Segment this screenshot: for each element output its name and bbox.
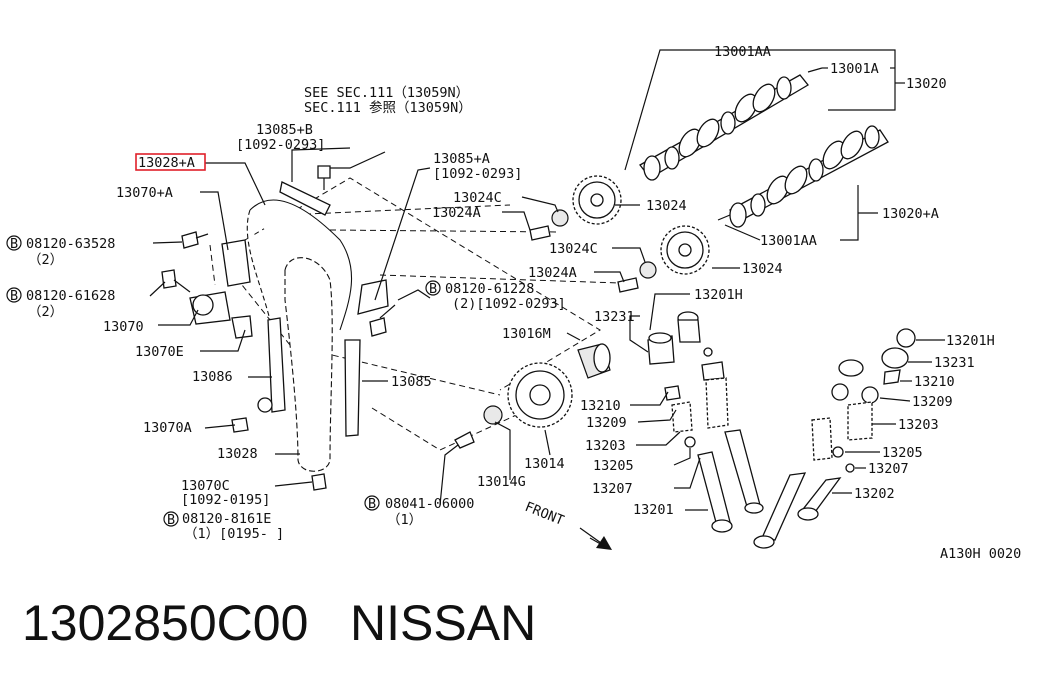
label-13024-2: 13024 <box>742 261 783 277</box>
label-13024c-2: 13024C <box>549 241 598 257</box>
label-bolt-63528: 08120-63528 <box>26 236 115 252</box>
label-13020: 13020 <box>906 76 947 92</box>
label-13070c: 13070C <box>181 478 230 494</box>
label-13028: 13028 <box>217 446 258 462</box>
b-marker-4: B <box>368 496 376 512</box>
label-bolt-61228: 08120-61228 <box>445 281 534 297</box>
b-marker-1: B <box>10 236 18 252</box>
cam-sprocket-lower <box>617 225 710 293</box>
label-13201h-a: 13201H <box>694 287 743 303</box>
b-marker-5: B <box>429 281 437 297</box>
label-front: FRONT <box>523 499 567 529</box>
label-bolt-61628: 08120-61628 <box>26 288 115 304</box>
camshaft-upper <box>639 67 823 181</box>
front-arrow-icon <box>579 527 612 550</box>
label-13231-a: 13231 <box>594 309 635 325</box>
label-13085b: 13085+B <box>256 122 313 138</box>
b-marker-icons: B B B B B <box>6 235 441 528</box>
label-13024a-1: 13024A <box>432 205 481 221</box>
label-13231-b: 13231 <box>934 355 975 371</box>
label-13001aa-top: 13001AA <box>714 44 771 60</box>
label-13014g: 13014G <box>477 474 526 490</box>
chain-guide-tension <box>344 339 361 437</box>
label-13070: 13070 <box>103 319 144 335</box>
chain-tensioner <box>189 239 273 413</box>
label-13085a-date: [1092-0293] <box>433 166 522 182</box>
label-13205-b: 13205 <box>882 445 923 461</box>
camshaft-lower <box>717 125 889 228</box>
label-bolt-61228-qty: (2)[1092-0293] <box>452 296 566 312</box>
b-marker-2: B <box>10 288 18 304</box>
valve-train-b <box>753 328 916 549</box>
callout-labels: SEE SEC.111（13059N） SEC.111 参照（13059N） 1… <box>26 44 1021 562</box>
label-bolt-63528-qty: （2） <box>28 252 63 268</box>
b-marker-3: B <box>167 512 175 528</box>
label-bolt-8161e: 08120-8161E <box>182 511 271 527</box>
chain-guide-upper <box>279 181 389 315</box>
label-13070c-date: [1092-0195] <box>181 492 270 508</box>
label-ref-code: A130H 0020 <box>940 546 1021 562</box>
label-13207-b: 13207 <box>868 461 909 477</box>
label-13024a-2: 13024A <box>528 265 577 281</box>
timing-chain-secondary <box>284 257 333 472</box>
label-13210-b: 13210 <box>914 374 955 390</box>
label-13024c-1: 13024C <box>453 190 502 206</box>
leader-lines <box>149 49 945 511</box>
label-bolt-06000-qty: （1） <box>387 512 422 528</box>
label-13086: 13086 <box>192 369 233 385</box>
label-13207-a: 13207 <box>592 481 633 497</box>
label-see-sec-1: SEE SEC.111（13059N） <box>304 85 469 101</box>
highlight-box <box>135 153 206 171</box>
chain-guide-slack <box>267 317 286 413</box>
part-number-title: 1302850C00 NISSAN <box>22 595 537 651</box>
label-bolt-61628-qty: （2） <box>28 304 63 320</box>
label-13085a: 13085+A <box>433 151 490 167</box>
label-13210-a: 13210 <box>580 398 621 414</box>
label-13202: 13202 <box>854 486 895 502</box>
label-13201-a: 13201 <box>633 502 674 518</box>
label-bolt-06000: 08041-06000 <box>385 496 474 512</box>
label-bolt-8161e-qty: （1）[0195- ] <box>184 526 284 542</box>
label-13028a: 13028+A <box>138 155 195 171</box>
label-13205-a: 13205 <box>593 458 634 474</box>
label-13070a: 13070A <box>143 420 192 436</box>
cam-sprocket-upper <box>529 175 622 241</box>
label-13070e: 13070E <box>135 344 184 360</box>
label-13201h-b: 13201H <box>946 333 995 349</box>
label-13085b-date: [1092-0293] <box>236 137 325 153</box>
label-13024-1: 13024 <box>646 198 687 214</box>
label-13085: 13085 <box>391 374 432 390</box>
label-13209-b: 13209 <box>912 394 953 410</box>
label-13020a: 13020+A <box>882 206 939 222</box>
bolts <box>161 165 396 491</box>
label-13014: 13014 <box>524 456 565 472</box>
label-13001aa-bot: 13001AA <box>760 233 817 249</box>
valve-train-a <box>647 311 764 533</box>
label-13070a-plus: 13070+A <box>116 185 173 201</box>
label-13001a: 13001A <box>830 61 879 77</box>
crank-sprocket <box>454 343 611 449</box>
label-13203-b: 13203 <box>898 417 939 433</box>
label-13016m: 13016M <box>502 326 551 342</box>
label-13209-a: 13209 <box>586 415 627 431</box>
label-13203-a: 13203 <box>585 438 626 454</box>
label-see-sec-2: SEC.111 参照（13059N） <box>304 99 472 116</box>
